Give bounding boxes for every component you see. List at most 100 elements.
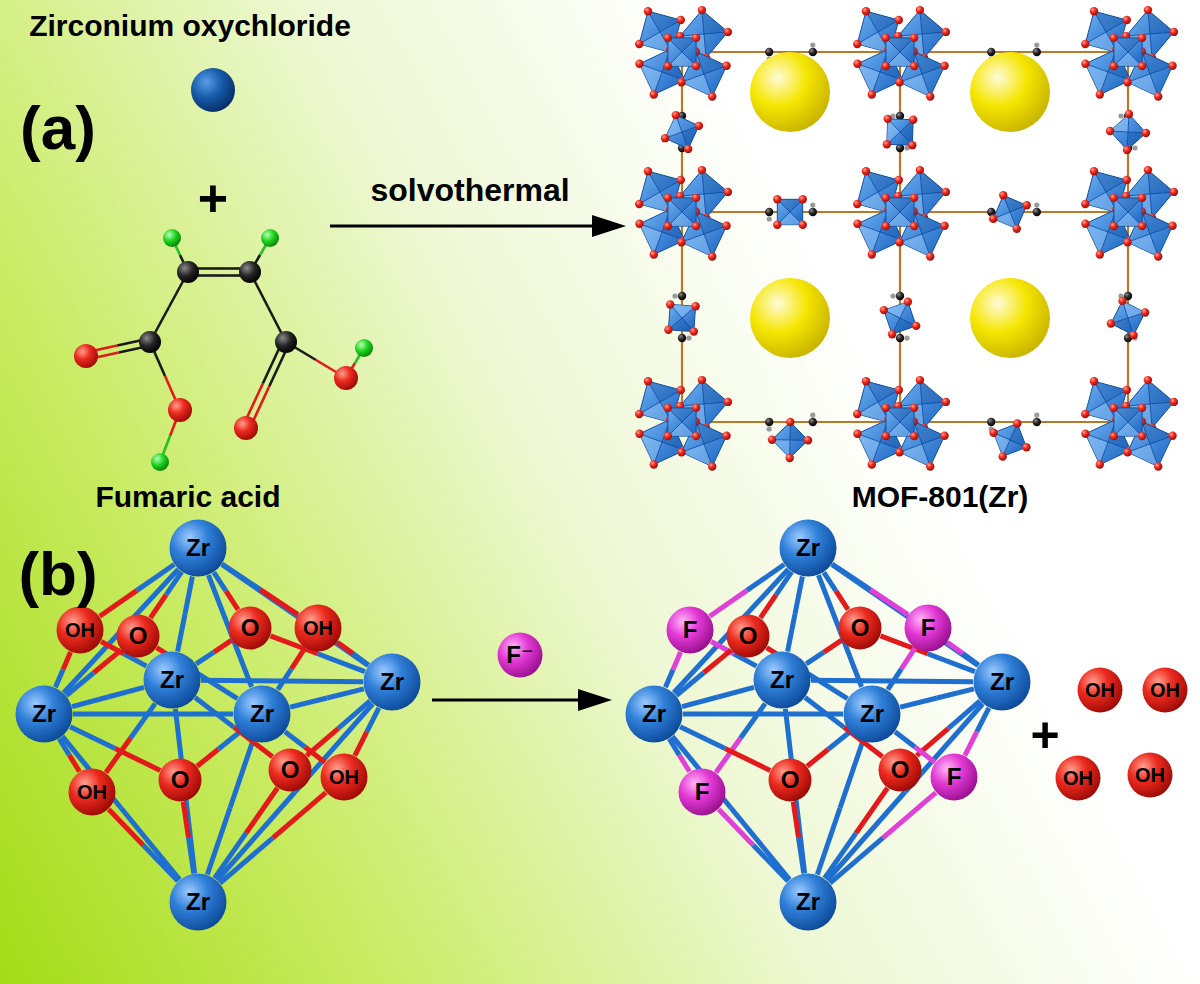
polyhedron-facet xyxy=(1127,444,1158,467)
oxygen-atom xyxy=(883,140,891,148)
hydrogen-atom xyxy=(890,293,895,298)
chemical-bond xyxy=(214,572,238,609)
polyhedron-face xyxy=(1085,49,1130,94)
chemical-bond xyxy=(832,564,908,615)
atom-sphere: OH xyxy=(1127,752,1173,798)
bond-half xyxy=(892,679,973,685)
sphere xyxy=(69,769,116,816)
oxygen-atom xyxy=(635,220,643,228)
polyhedron-facet xyxy=(681,74,712,97)
hydrogen-atom xyxy=(810,42,815,47)
hydrogen-atom xyxy=(1034,42,1039,47)
bond-half xyxy=(230,741,253,808)
polyhedron-facet xyxy=(914,51,945,74)
sphere xyxy=(769,759,812,802)
bond-half xyxy=(828,732,849,749)
chemical-bond xyxy=(307,701,370,756)
oxygen-atom xyxy=(1138,404,1146,412)
bond-half xyxy=(59,739,69,755)
bond-half xyxy=(725,749,770,771)
zr-polyhedron xyxy=(635,415,689,469)
bond-half xyxy=(753,845,788,881)
oxygen-atom xyxy=(684,145,692,153)
hydrogen-atom xyxy=(1034,412,1039,417)
polyhedron-face xyxy=(899,421,944,466)
chemical-bond xyxy=(683,714,843,715)
oxygen-atom xyxy=(912,322,920,330)
bond-half xyxy=(226,591,238,610)
oxygen-atom xyxy=(695,122,703,130)
oxygen-atom xyxy=(868,250,876,258)
zr-polyhedron xyxy=(664,404,701,441)
oxygen-atom xyxy=(1090,7,1098,15)
bond-half xyxy=(338,701,370,728)
atom-symbol: Zr xyxy=(32,702,56,726)
chemical-bond xyxy=(672,736,789,879)
polyhedron-facet xyxy=(899,234,930,257)
oxygen-atom xyxy=(635,40,643,48)
polyhedron-face xyxy=(668,304,695,331)
polyhedron-facet xyxy=(1085,434,1108,465)
bond-half xyxy=(137,565,174,591)
sphere xyxy=(1078,668,1123,713)
polyhedron-face xyxy=(639,419,684,464)
polyhedron-face xyxy=(639,209,684,254)
oxygen-atom xyxy=(664,194,672,202)
zr-polyhedron xyxy=(882,194,919,231)
atom-sphere: Zr xyxy=(169,519,227,577)
zr-polyhedron xyxy=(661,111,703,153)
sphere xyxy=(727,615,770,658)
atom-sphere: F xyxy=(678,768,726,816)
polyhedron-facet xyxy=(668,52,696,66)
bond-half xyxy=(217,792,295,880)
bond-half xyxy=(718,687,754,697)
oxygen-atom xyxy=(1090,377,1098,385)
polyhedron-facet xyxy=(668,422,696,436)
oxygen-atom xyxy=(882,34,890,42)
chemical-bond xyxy=(196,640,232,664)
atom-symbol: OH xyxy=(303,618,333,638)
polyhedron-face xyxy=(777,199,802,224)
polyhedron-face xyxy=(1127,51,1172,96)
polyhedron-facet xyxy=(696,211,727,234)
chemical-bond xyxy=(830,793,936,884)
oxygen-atom xyxy=(1123,78,1131,86)
polyhedron-facet xyxy=(1094,171,1127,192)
atom-sphere: OH xyxy=(1142,667,1188,713)
oxygen-atom xyxy=(895,16,903,24)
polyhedron-face xyxy=(1085,209,1130,254)
oxygen-atom xyxy=(998,452,1006,460)
chemical-bond xyxy=(73,714,233,715)
oxygen-atom xyxy=(884,115,892,123)
reagent-name: Fumaric acid xyxy=(95,482,280,512)
polyhedron-facet xyxy=(886,198,914,212)
polyhedron-face xyxy=(1114,198,1142,226)
bond-half xyxy=(832,564,870,589)
oxygen-atom xyxy=(664,34,672,42)
atom-symbol: O xyxy=(781,768,800,792)
bond-half xyxy=(682,697,718,707)
condition-label: solvothermal xyxy=(370,174,569,206)
sphere xyxy=(1056,756,1101,801)
zr-polyhedron xyxy=(664,34,701,71)
sphere xyxy=(626,686,683,743)
oxygen-atom xyxy=(910,34,918,42)
bond-half xyxy=(798,838,803,874)
polyhedron-face xyxy=(884,302,916,334)
atom-symbol: Zr xyxy=(186,890,210,914)
bond-half xyxy=(805,698,844,728)
bond-half xyxy=(760,595,776,618)
zr-polyhedron xyxy=(1123,47,1177,101)
polyhedron-face xyxy=(886,408,914,436)
polyhedron-facet xyxy=(1122,301,1145,318)
oxygen-atom xyxy=(644,167,652,175)
bond-half xyxy=(69,755,79,771)
sphere xyxy=(839,607,882,650)
polyhedron-face xyxy=(886,198,914,226)
polyhedron-face xyxy=(899,211,944,256)
oxygen-atom xyxy=(804,436,812,444)
bond-half xyxy=(806,652,824,664)
carbon-atom xyxy=(1033,418,1041,426)
zr-polyhedron xyxy=(1081,415,1135,469)
polyhedron-facet xyxy=(1142,421,1173,444)
